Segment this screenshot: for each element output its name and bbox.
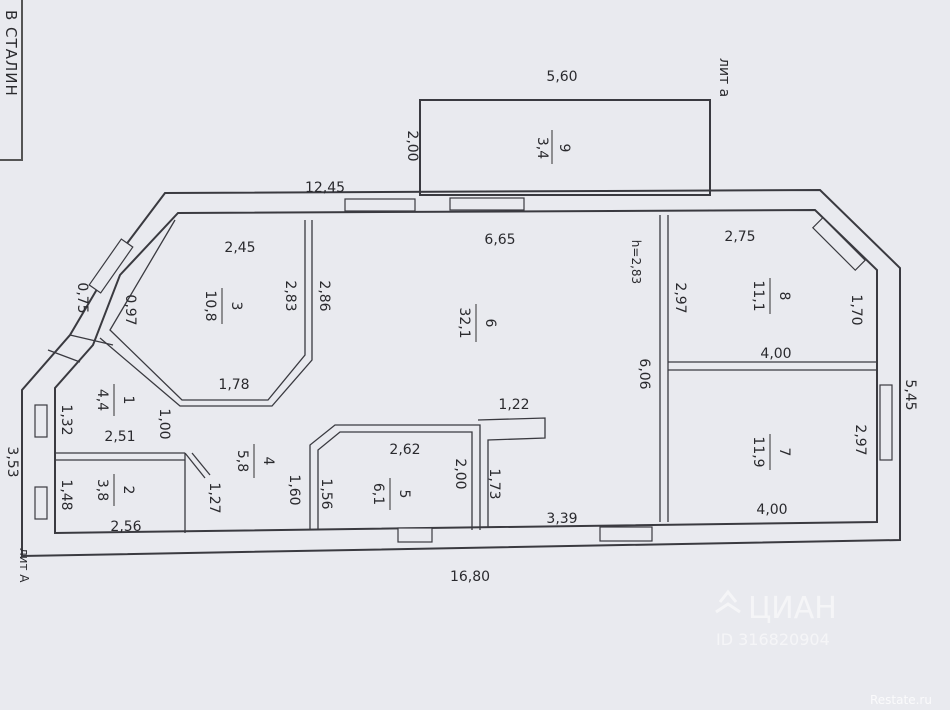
svg-text:6,1: 6,1 <box>370 483 386 505</box>
window <box>811 216 867 272</box>
dim-ceiling-height: h=2,83 <box>629 240 643 284</box>
svg-text:3: 3 <box>228 302 244 311</box>
lit-label-2: лит А <box>17 548 31 583</box>
svg-text:5: 5 <box>396 490 412 499</box>
windows <box>34 197 893 543</box>
stamp: В СТАЛИН <box>0 0 23 161</box>
dim-1-48: 1,48 <box>58 479 74 510</box>
svg-text:7: 7 <box>776 448 792 457</box>
svg-text:5,8: 5,8 <box>234 450 250 472</box>
watermark: ЦИАН ID 316820904 <box>715 589 837 649</box>
room-label-6: 632,1 <box>456 304 498 342</box>
dim-12-45: 12,45 <box>305 180 345 196</box>
dim-2-56: 2,56 <box>110 519 141 535</box>
dim-6-06: 6,06 <box>636 358 652 389</box>
dim-2-75: 2,75 <box>724 229 755 245</box>
svg-text:2: 2 <box>120 486 136 495</box>
svg-text:8: 8 <box>776 292 792 301</box>
svg-text:3,4: 3,4 <box>534 137 550 159</box>
dim-1-70: 1,70 <box>848 294 864 325</box>
window <box>34 486 48 520</box>
dim-2-51: 2,51 <box>104 429 135 445</box>
room-label-8: 811,1 <box>750 278 792 314</box>
svg-text:11,9: 11,9 <box>750 436 766 467</box>
dim-1-22: 1,22 <box>498 397 529 413</box>
svg-text:4,4: 4,4 <box>94 389 110 411</box>
room-label-5: 56,1 <box>370 478 412 510</box>
dim-4-00-upper: 4,00 <box>760 346 791 362</box>
watermark-id: ID 316820904 <box>716 630 830 649</box>
room-labels: 93,4 310,8 632,1 811,1 711,9 14,4 23,8 4… <box>94 130 792 510</box>
dim-2-97-lower: 2,97 <box>852 424 868 455</box>
dim-2-00-room5: 2,00 <box>452 458 468 489</box>
balcony-outline <box>419 99 711 196</box>
room-label-2: 23,8 <box>94 474 136 506</box>
interior-walls <box>47 215 877 533</box>
dim-2-97-upper: 2,97 <box>672 282 688 313</box>
dim-1-73: 1,73 <box>486 468 502 499</box>
room-label-1: 14,4 <box>94 384 136 416</box>
svg-text:3,8: 3,8 <box>94 479 110 501</box>
svg-text:32,1: 32,1 <box>456 307 472 338</box>
dim-balcony-width: 5,60 <box>546 69 577 85</box>
svg-text:4: 4 <box>260 457 276 466</box>
lit-label: лит а <box>716 58 732 97</box>
svg-text:6: 6 <box>482 319 498 328</box>
dim-2-62: 2,62 <box>389 442 420 458</box>
site-label: Restate.ru <box>870 693 932 707</box>
dim-2-45: 2,45 <box>224 240 255 256</box>
svg-text:11,1: 11,1 <box>750 280 766 311</box>
window <box>397 527 433 543</box>
svg-text:9: 9 <box>556 144 572 153</box>
room-label-3: 310,8 <box>202 288 244 324</box>
window <box>344 198 416 212</box>
dim-balcony-depth: 2,00 <box>404 130 420 161</box>
dimensions: 5,60 2,00 12,45 2,45 6,65 2,75 h=2,83 0,… <box>4 69 918 585</box>
dim-16-80: 16,80 <box>450 569 490 585</box>
stamp-text: В СТАЛИН <box>2 10 20 97</box>
dim-1-00: 1,00 <box>156 408 172 439</box>
window <box>599 526 653 542</box>
room-label-9: 93,4 <box>534 130 572 164</box>
svg-text:1: 1 <box>120 396 136 405</box>
watermark-brand: ЦИАН <box>748 591 837 626</box>
dim-1-56: 1,56 <box>318 478 334 509</box>
dim-1-32: 1,32 <box>58 404 74 435</box>
dim-1-60: 1,60 <box>286 474 302 505</box>
window <box>879 384 893 461</box>
dim-3-39: 3,39 <box>546 511 577 527</box>
room-label-4: 45,8 <box>234 444 276 478</box>
window <box>449 197 525 211</box>
dim-6-65: 6,65 <box>484 232 515 248</box>
dim-0-97: 0,97 <box>122 294 138 325</box>
dim-1-78: 1,78 <box>218 377 249 393</box>
dim-1-27: 1,27 <box>206 482 222 513</box>
window <box>88 238 134 294</box>
dim-4-00-lower: 4,00 <box>756 502 787 518</box>
svg-text:10,8: 10,8 <box>202 290 218 321</box>
dim-0-75: 0,75 <box>74 282 90 313</box>
room-label-7: 711,9 <box>750 434 792 470</box>
dim-3-53: 3,53 <box>4 446 20 477</box>
window <box>34 404 48 438</box>
dim-2-86: 2,86 <box>316 280 332 311</box>
dim-5-45: 5,45 <box>902 379 918 410</box>
dim-2-83: 2,83 <box>282 280 298 311</box>
